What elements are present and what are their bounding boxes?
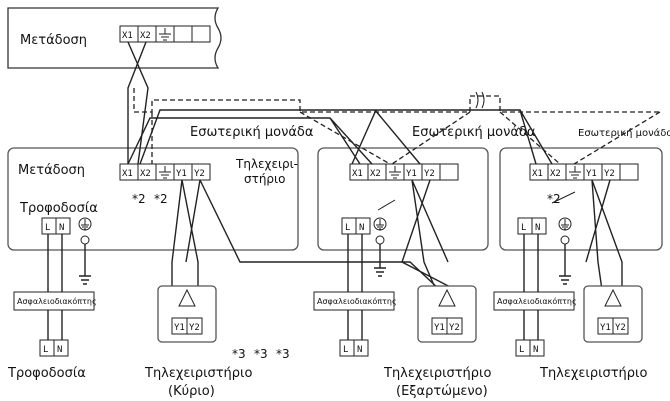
power-supply-label-1: Τροφοδοσία	[19, 201, 98, 216]
note-3-c: *3	[276, 347, 290, 361]
unit3-terminal-block: X1 X2 Y1 Y2	[529, 163, 639, 181]
svg-text:Y1: Y1	[586, 169, 597, 179]
svg-text:N: N	[533, 345, 538, 355]
indoor-unit-3-label: Εσωτερική μονάδα	[578, 127, 670, 139]
svg-text:Y1: Y1	[600, 323, 611, 333]
svg-text:X1: X1	[122, 169, 133, 179]
unit1-ln-block: L N	[41, 217, 71, 235]
remote-sub-sub-label: (Εξαρτώμενο)	[396, 384, 488, 399]
breaker-2: Ασφαλειοδιακόπτης	[313, 291, 397, 311]
svg-text:L: L	[45, 223, 50, 233]
svg-text:Ασφαλειοδιακόπτης: Ασφαλειοδιακόπτης	[317, 296, 397, 306]
svg-text:L: L	[43, 345, 48, 355]
svg-text:Y1: Y1	[434, 323, 445, 333]
remote-sub-label: Τηλεχειριστήριο	[383, 366, 491, 381]
remote-main: Y1 Y2	[157, 285, 217, 343]
svg-text:N: N	[535, 223, 540, 233]
svg-text:Y2: Y2	[449, 323, 460, 333]
note-2-c: *2	[547, 192, 561, 206]
unit2-terminal-block: X1 X2 Y1 Y2	[349, 163, 459, 181]
svg-text:L: L	[343, 345, 348, 355]
indoor-unit-1	[7, 147, 299, 251]
power-supply-label-bottom: Τροφοδοσία	[7, 366, 86, 381]
indoor-unit-3	[499, 147, 663, 251]
remote-sub: Y1 Y2	[417, 285, 477, 343]
svg-text:Y1: Y1	[406, 169, 417, 179]
svg-text:Y1: Y1	[174, 323, 185, 333]
note-3-a: *3	[232, 347, 246, 361]
remote-3-label: Τηλεχειριστήριο	[539, 366, 647, 381]
svg-text:Ασφαλειοδιακόπτης: Ασφαλειοδιακόπτης	[17, 296, 97, 306]
svg-text:N: N	[57, 345, 62, 355]
svg-text:Y2: Y2	[424, 169, 435, 179]
svg-text:N: N	[59, 223, 64, 233]
svg-text:Y1: Y1	[176, 169, 187, 179]
breaker-1: Ασφαλειοδιακόπτης	[13, 291, 97, 311]
indoor-unit-2-label: Εσωτερική μονάδα	[412, 125, 535, 140]
svg-text:X2: X2	[140, 169, 151, 179]
unit1-earth-icon	[78, 217, 92, 245]
transmission-top-label: Μετάδοση	[20, 33, 87, 48]
remote-label: Τηλεχειρι-στήριο	[235, 157, 298, 186]
svg-text:L: L	[521, 223, 526, 233]
unit1-terminal-block: X1 X2 Y1 Y2	[119, 163, 211, 181]
svg-text:Y2: Y2	[604, 169, 615, 179]
indoor-unit-2	[317, 147, 489, 251]
top-terminal-block: X1 X2	[119, 25, 211, 43]
svg-text:Ασφαλειοδιακόπτης: Ασφαλειοδιακόπτης	[497, 296, 577, 306]
svg-text:X1: X1	[532, 169, 543, 179]
svg-text:L: L	[519, 345, 524, 355]
breaker-3: Ασφαλειοδιακόπτης	[493, 291, 577, 311]
svg-text:X2: X2	[370, 169, 381, 179]
svg-text:L: L	[345, 223, 350, 233]
svg-text:N: N	[359, 223, 364, 233]
remote-main-label: Τηλεχειριστήριο	[144, 366, 252, 381]
indoor-unit-1-label: Εσωτερική μονάδα	[190, 125, 313, 140]
svg-text:N: N	[357, 345, 362, 355]
note-2-b: *2	[154, 192, 168, 206]
svg-text:Y2: Y2	[194, 169, 205, 179]
remote-3: Y1 Y2	[583, 285, 643, 343]
svg-text:X2: X2	[550, 169, 561, 179]
svg-text:Y2: Y2	[189, 323, 200, 333]
unit2-ln-block: L N	[341, 217, 371, 235]
svg-text:X2: X2	[140, 31, 151, 41]
unit3-ln-block: L N	[517, 217, 547, 235]
remote-main-sub-label: (Κύριο)	[168, 384, 215, 399]
note-3-b: *3	[254, 347, 268, 361]
svg-text:X1: X1	[122, 31, 133, 41]
svg-text:Y2: Y2	[615, 323, 626, 333]
note-2-a: *2	[132, 192, 146, 206]
svg-text:X1: X1	[352, 169, 363, 179]
transmission-label: Μετάδοση	[18, 163, 85, 178]
transmission-panel-top	[7, 7, 222, 69]
